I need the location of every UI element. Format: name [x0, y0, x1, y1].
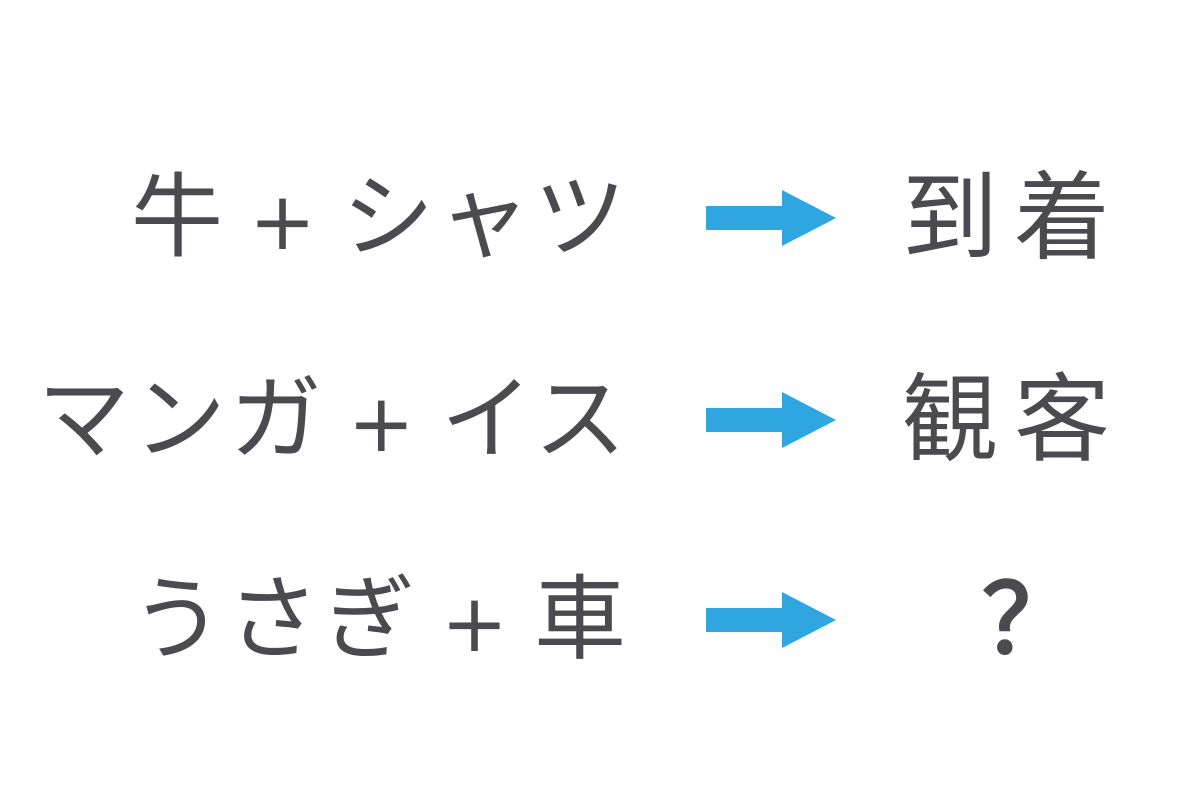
equation: マンガ+イス: [38, 360, 630, 480]
result: 到着: [902, 162, 1126, 274]
term-b: イス: [440, 366, 630, 473]
equation: うさぎ+車: [131, 560, 630, 680]
right-arrow-icon: [706, 392, 836, 448]
question-mark: ？: [982, 564, 1094, 676]
right-arrow-icon: [706, 190, 836, 246]
plus-sign: +: [440, 577, 512, 670]
plus-sign: +: [347, 377, 419, 470]
equation: 牛+シャツ: [131, 158, 630, 278]
result: 観客: [902, 364, 1126, 476]
puzzle-row-1: 牛+シャツ 到着: [0, 158, 1200, 278]
right-arrow-icon: [706, 592, 836, 648]
term-a: うさぎ: [130, 566, 419, 673]
term-a: 牛: [130, 164, 227, 271]
plus-sign: +: [248, 175, 320, 268]
puzzle-row-3: うさぎ+車 ？: [0, 560, 1200, 680]
term-b: 車: [533, 566, 630, 673]
term-b: シャツ: [341, 164, 630, 271]
term-a: マンガ: [37, 366, 326, 473]
puzzle-row-2: マンガ+イス 観客: [0, 360, 1200, 480]
